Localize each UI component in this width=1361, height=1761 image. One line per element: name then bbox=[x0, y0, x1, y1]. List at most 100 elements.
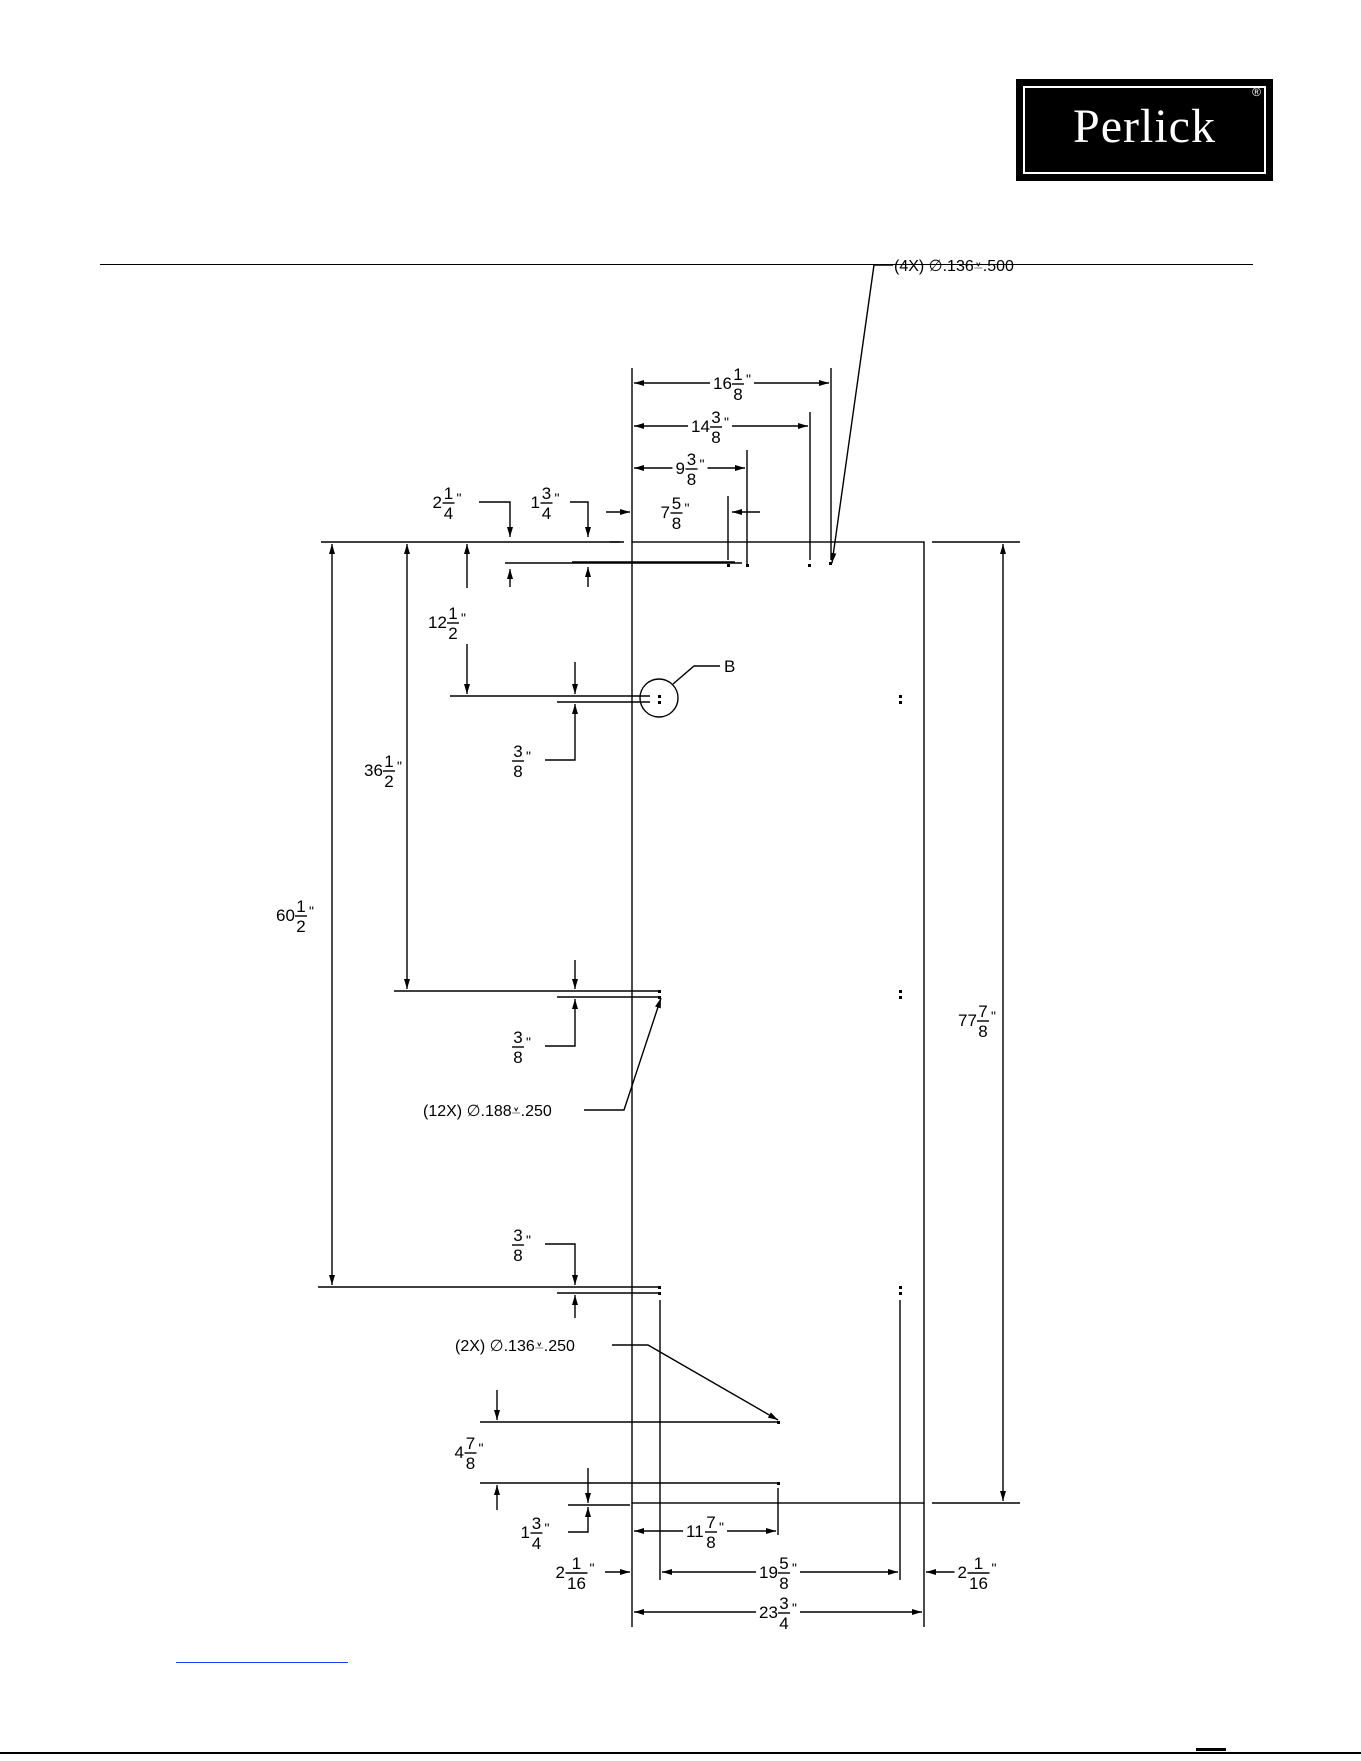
dim-denominator: 4 bbox=[542, 504, 551, 523]
dim-numerator: 7 bbox=[706, 1513, 715, 1532]
dim-numerator: 1 bbox=[974, 1554, 983, 1573]
dim-numerator: 3 bbox=[779, 1594, 788, 1613]
inch-mark: " bbox=[309, 903, 314, 919]
dim-denominator: 8 bbox=[706, 1533, 715, 1552]
hole-bottom bbox=[777, 1482, 780, 1485]
dim-label-offset-3-8-c: 38" bbox=[509, 1222, 535, 1266]
dim-whole: 14 bbox=[691, 417, 710, 436]
dim-denominator: 2 bbox=[384, 772, 393, 791]
inch-mark: " bbox=[700, 456, 705, 472]
callout-top-holes: (4X) ∅.136⩡.500 bbox=[894, 258, 1014, 275]
inch-mark: " bbox=[526, 748, 531, 764]
hole-side bbox=[899, 701, 902, 704]
hole-side bbox=[658, 1292, 661, 1295]
dim-whole: 2 bbox=[556, 1563, 565, 1582]
detail-b-label: B bbox=[724, 657, 735, 676]
hole-top bbox=[727, 564, 730, 567]
dim-numerator: 1 bbox=[296, 897, 305, 916]
dim-denominator: 16 bbox=[969, 1574, 988, 1593]
hole-side bbox=[658, 996, 661, 999]
dim-whole: 1 bbox=[521, 1523, 530, 1542]
panel-outline bbox=[632, 542, 924, 1503]
inch-mark: " bbox=[685, 500, 690, 516]
hole-side bbox=[658, 701, 661, 704]
footer-rule bbox=[0, 1752, 1361, 1754]
dim-whole: 77 bbox=[958, 1011, 977, 1030]
dim-numerator: 3 bbox=[711, 408, 720, 427]
hole-side bbox=[658, 1286, 661, 1289]
dim-denominator: 2 bbox=[296, 917, 305, 936]
dim-whole: 60 bbox=[276, 906, 295, 925]
inch-mark: " bbox=[545, 1520, 550, 1536]
dim-label-top-2-1-4: 214" bbox=[430, 480, 465, 524]
inch-mark: " bbox=[526, 1034, 531, 1050]
dim-numerator: 3 bbox=[513, 1028, 522, 1047]
dim-whole: 19 bbox=[759, 1563, 778, 1582]
dim-whole: 9 bbox=[676, 459, 685, 478]
inch-mark: " bbox=[479, 1440, 484, 1456]
hole-side bbox=[899, 1292, 902, 1295]
inch-mark: " bbox=[461, 610, 466, 626]
dim-numerator: 5 bbox=[779, 1554, 788, 1573]
inch-mark: " bbox=[724, 414, 729, 430]
dim-whole: 23 bbox=[759, 1603, 778, 1622]
inch-mark: " bbox=[526, 1232, 531, 1248]
dim-denominator: 8 bbox=[513, 1048, 522, 1067]
dim-label-bottom-19-5-8: 1958" bbox=[756, 1550, 800, 1594]
dim-denominator: 2 bbox=[448, 624, 457, 643]
dim-numerator: 1 bbox=[448, 604, 457, 623]
inch-mark: " bbox=[792, 1560, 797, 1576]
dim-whole: 2 bbox=[433, 493, 442, 512]
inch-mark: " bbox=[555, 490, 560, 506]
dim-numerator: 3 bbox=[542, 484, 551, 503]
dim-numerator: 3 bbox=[687, 450, 696, 469]
footer-link-underline[interactable] bbox=[176, 1662, 348, 1663]
dim-denominator: 4 bbox=[779, 1614, 788, 1633]
corner-mark bbox=[1196, 1748, 1226, 1751]
callout-bottom-holes: (2X) ∅.136⩡.250 bbox=[455, 1338, 575, 1355]
dim-whole: 36 bbox=[364, 761, 383, 780]
dim-numerator: 3 bbox=[532, 1514, 541, 1533]
dim-numerator: 7 bbox=[466, 1434, 475, 1453]
hole-bottom bbox=[777, 1421, 780, 1424]
dim-label-offset-3-8-a: 38" bbox=[509, 738, 535, 782]
dim-label-left-12-1-2: 1212" bbox=[425, 600, 469, 644]
inch-mark: " bbox=[457, 490, 462, 506]
dim-denominator: 8 bbox=[513, 1246, 522, 1265]
hole-top bbox=[746, 564, 749, 567]
dim-denominator: 8 bbox=[711, 428, 720, 447]
dim-denominator: 16 bbox=[567, 1574, 586, 1593]
inch-mark: " bbox=[397, 758, 402, 774]
hole-side bbox=[899, 996, 902, 999]
dim-denominator: 8 bbox=[733, 385, 742, 404]
dim-numerator: 3 bbox=[513, 1226, 522, 1245]
hole-side bbox=[658, 990, 661, 993]
dim-label-offset-3-8-b: 38" bbox=[509, 1024, 535, 1068]
dim-denominator: 4 bbox=[532, 1534, 541, 1553]
dim-denominator: 8 bbox=[466, 1454, 475, 1473]
dim-denominator: 4 bbox=[444, 504, 453, 523]
inch-mark: " bbox=[719, 1519, 724, 1535]
dim-whole: 1 bbox=[531, 493, 540, 512]
dim-denominator: 8 bbox=[513, 762, 522, 781]
dim-numerator: 1 bbox=[444, 484, 453, 503]
dim-numerator: 5 bbox=[672, 494, 681, 513]
dim-whole: 12 bbox=[428, 613, 447, 632]
inch-mark: " bbox=[792, 1600, 797, 1616]
hole-top bbox=[808, 564, 811, 567]
dim-whole: 11 bbox=[686, 1522, 704, 1541]
hole-top bbox=[829, 562, 832, 565]
